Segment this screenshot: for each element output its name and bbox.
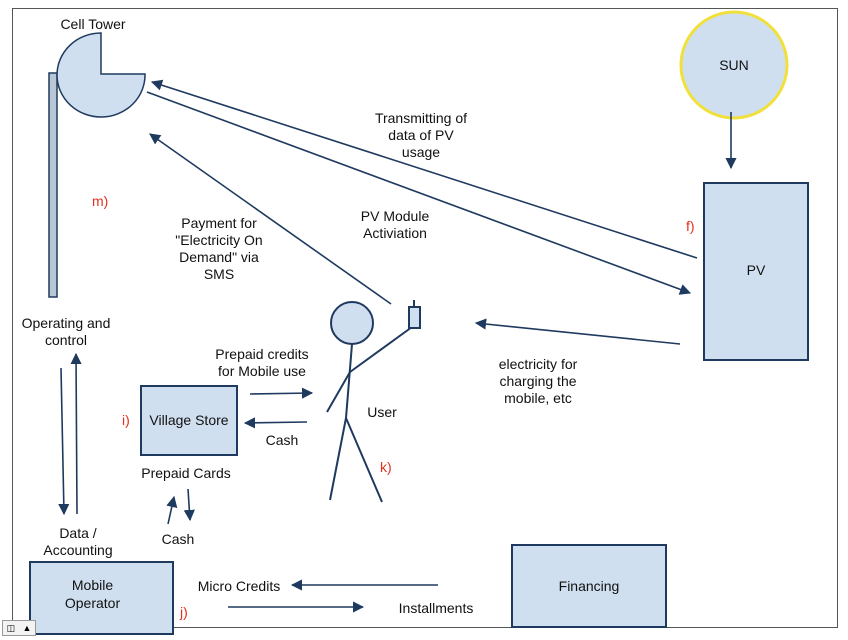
slides-icon[interactable]: ◫ xyxy=(6,622,16,633)
operating-label: Operating and control xyxy=(21,315,111,348)
pv-box xyxy=(703,182,809,361)
financing-box xyxy=(511,544,667,628)
diagram-frame xyxy=(12,8,838,628)
arrow-data-up xyxy=(70,352,82,515)
micro-credits-label: Micro Credits xyxy=(197,578,281,594)
mobile-phone xyxy=(408,306,421,329)
marker-f: f) xyxy=(686,218,695,234)
user-figure xyxy=(326,301,413,503)
village-store-label: Village Store xyxy=(149,412,229,428)
tower-antenna xyxy=(56,32,146,118)
mobile-operator-box xyxy=(29,561,174,635)
mobile-operator-label: Mobile Operator xyxy=(64,577,121,611)
sun-shape xyxy=(679,10,789,120)
arrow-user-to-store xyxy=(243,417,308,429)
pv-label: PV xyxy=(746,262,766,278)
pv-activation-label: PV Module Activiation xyxy=(360,208,430,241)
cash-user-label: Cash xyxy=(265,432,299,448)
prepaid-credits-label: Prepaid credits for Mobile use xyxy=(215,346,309,379)
arrow-store-to-operator xyxy=(183,488,195,522)
payment-label: Payment for "Electricity On Demand" via … xyxy=(175,215,263,282)
marker-i: i) xyxy=(122,412,130,428)
arrow-control-down xyxy=(58,367,70,516)
cash-store-label: Cash xyxy=(161,531,195,547)
sun-label: SUN xyxy=(719,57,749,73)
installments-label: Installments xyxy=(398,600,474,616)
tower-mast xyxy=(48,72,58,298)
prepaid-cards-label: Prepaid Cards xyxy=(141,465,231,481)
marker-j: j) xyxy=(180,604,188,620)
financing-label: Financing xyxy=(558,578,620,594)
arrow-operator-to-store xyxy=(166,495,178,525)
arrow-pv-to-user xyxy=(474,318,681,345)
arrow-pv-to-tower xyxy=(150,79,698,259)
slide-nav-control[interactable]: ◫ ▲ xyxy=(2,620,36,636)
cell-tower-label: Cell Tower xyxy=(60,16,126,32)
transmitting-label: Transmitting of data of PV usage xyxy=(374,110,468,160)
arrow-tower-to-pv xyxy=(146,91,692,295)
arrow-store-to-user xyxy=(249,387,314,399)
user-label: User xyxy=(367,404,397,420)
electricity-label: electricity for charging the mobile, etc xyxy=(498,356,578,406)
up-arrow-icon[interactable]: ▲ xyxy=(22,623,32,633)
marker-m: m) xyxy=(92,193,109,209)
marker-k: k) xyxy=(380,459,392,475)
arrow-user-to-tower xyxy=(149,133,392,305)
data-accounting-label: Data / Accounting xyxy=(43,525,113,558)
village-store-box xyxy=(140,385,238,456)
